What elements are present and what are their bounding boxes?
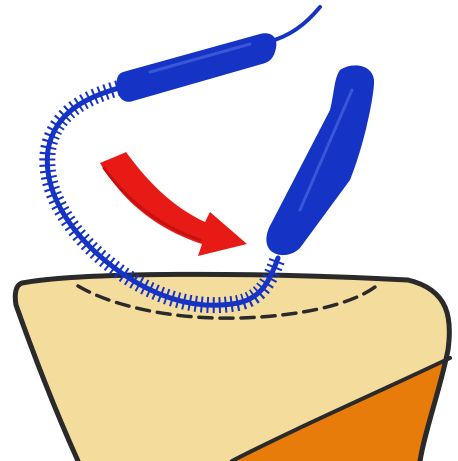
arrow-shaft — [100, 152, 247, 256]
cable-tail — [268, 7, 320, 42]
curved-arrow-icon — [100, 152, 247, 256]
blue-handle-right — [266, 65, 374, 255]
looped-serrated-cable — [47, 7, 320, 305]
handle-left-body — [117, 33, 277, 101]
blue-handle-left — [117, 33, 277, 101]
